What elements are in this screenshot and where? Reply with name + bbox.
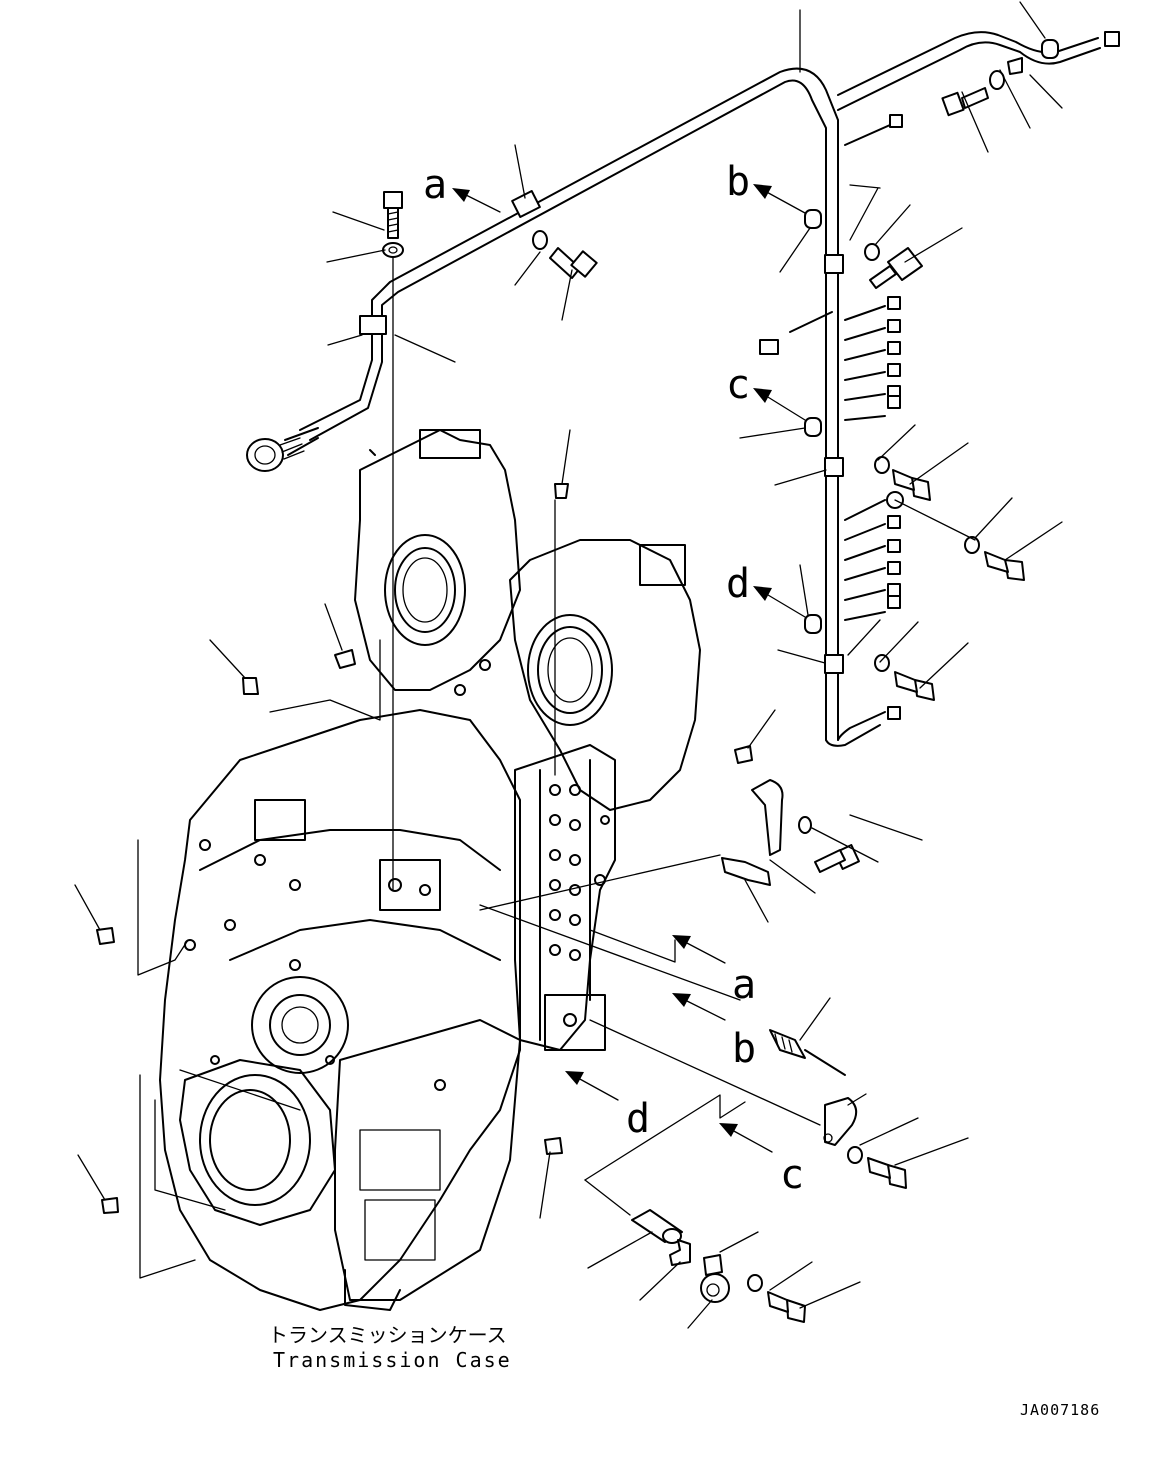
callout-arrows [452, 184, 806, 1153]
washer-icon [532, 230, 548, 250]
bolt-icon [549, 247, 598, 279]
callout-a-top: a [423, 162, 447, 208]
clip-icon [1007, 57, 1023, 75]
bolt-icon [984, 551, 1025, 581]
bolt-icon [869, 247, 923, 289]
plug-icon [242, 677, 259, 695]
caption-english: Transmission Case [273, 1348, 512, 1372]
fasteners [96, 39, 1059, 1323]
callout-d-top: d [726, 561, 750, 607]
bolt-icon [767, 1291, 806, 1323]
bolt-icon [383, 191, 403, 239]
sensor-icon [769, 1029, 846, 1076]
clip-icon [669, 1239, 691, 1266]
drawing-id: JA007186 [1020, 1401, 1100, 1419]
callout-letters: a b c d a b d c [423, 159, 804, 1198]
plug-icon [554, 483, 569, 499]
plug-icon [734, 745, 753, 764]
top-connector [1104, 31, 1120, 47]
transmission-case [159, 429, 701, 1311]
bolt-icon [894, 671, 935, 701]
washer-icon [382, 242, 404, 258]
caption-japanese: トランスミッションケース [268, 1323, 507, 1347]
washer-icon [989, 70, 1005, 90]
collar-c-icon [804, 417, 822, 437]
collar-icon [1041, 39, 1059, 59]
bracket-icon [721, 857, 771, 886]
callout-b-bottom: b [732, 1026, 756, 1072]
pipe-clamp-icon [823, 1097, 858, 1146]
connector-stubs-lower [844, 491, 904, 720]
callout-c-bottom: c [780, 1152, 804, 1198]
plug-icon [544, 1137, 563, 1155]
harness-tube [246, 31, 1120, 747]
collar-d-icon [804, 614, 822, 634]
pipe-clamp-icon [751, 779, 784, 856]
callout-c-top: c [726, 362, 750, 408]
bolt-icon [867, 1157, 907, 1189]
clamp-icon [700, 1254, 730, 1303]
leader-lines [74, 1, 1063, 1329]
collar-b-icon [804, 209, 822, 229]
bolt-icon [814, 844, 860, 873]
harness-end-connector [246, 427, 319, 472]
plug-icon [101, 1197, 119, 1214]
callout-d-bottom: d [626, 1096, 650, 1142]
plug-icon [334, 649, 356, 669]
spacer-icon [631, 1209, 683, 1244]
control-valve-block [514, 744, 616, 1051]
connector-stubs-upper [759, 114, 903, 421]
callout-a-bottom: a [732, 962, 756, 1008]
callout-b-top: b [726, 159, 750, 205]
plug-icon [96, 927, 115, 945]
alignment-lines [137, 257, 976, 1279]
bolt-icon [892, 469, 931, 501]
bolt-icon [941, 87, 989, 117]
